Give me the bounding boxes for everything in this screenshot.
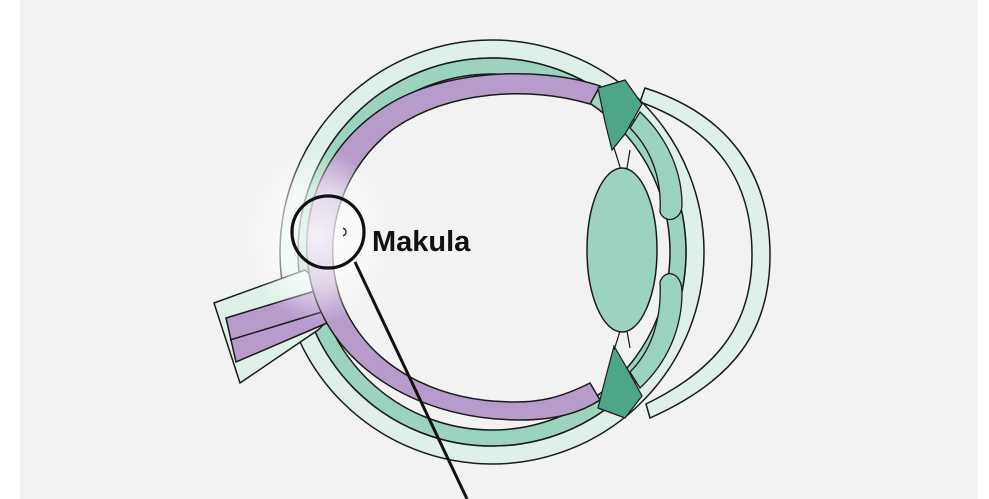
lens: [587, 168, 657, 332]
macula-glow: [246, 148, 390, 324]
leader-line: [355, 262, 467, 499]
macula-label: Makula: [372, 226, 471, 258]
